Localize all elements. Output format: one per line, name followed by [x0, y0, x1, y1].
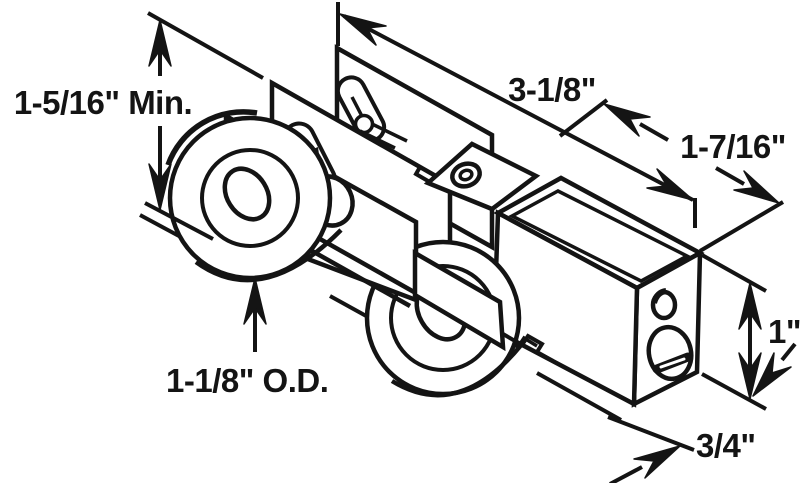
- arrow-upright-icon: [633, 445, 681, 479]
- dim-housing-depth: 3/4": [607, 342, 797, 483]
- dim-min-height: 1-5/16" Min.: [14, 11, 264, 241]
- arrow-up-icon: [243, 277, 267, 325]
- drawing-stroke: [371, 122, 408, 143]
- adjustment-screw-slot: [659, 357, 686, 369]
- arrow-downleft-icon: [752, 352, 792, 397]
- extension-line: [558, 98, 609, 138]
- dim-housing-length-label: 1-7/16": [680, 128, 786, 165]
- dim-roller-od-label: 1-1/8" O.D.: [166, 362, 328, 399]
- extension-line: [607, 415, 695, 452]
- drawing-stroke: [343, 14, 694, 202]
- drawing-stroke: [780, 342, 797, 362]
- extension-line: [147, 11, 264, 80]
- arrow-upleft-icon: [339, 13, 387, 46]
- arrow-downright-icon: [733, 170, 780, 204]
- rear-wheel-flange: [390, 342, 524, 398]
- dim-housing-length: 1-7/16": [558, 98, 786, 253]
- dim-housing-height: 1": [701, 253, 800, 411]
- roller-assembly-drawing: [139, 44, 705, 422]
- dim-housing-depth-label: 3/4": [696, 427, 756, 464]
- arrow-down-icon: [738, 352, 762, 400]
- extension-line: [698, 200, 785, 253]
- plate-notch: [406, 158, 430, 183]
- housing-channel: [491, 175, 705, 422]
- dim-min-height-label: 1-5/16" Min.: [14, 84, 192, 121]
- arrow-up-icon: [738, 282, 762, 330]
- arrow-upleft-icon: [603, 103, 651, 137]
- tab-screw-hole: [450, 161, 482, 189]
- front-wheel-hub: [222, 166, 272, 222]
- drawing-stroke: [639, 122, 669, 142]
- housing-rim-inner: [508, 189, 691, 283]
- extension-line: [701, 253, 767, 293]
- rear-wheel-bracket: [412, 249, 506, 352]
- arrow-downright-icon: [646, 168, 694, 201]
- drawing-stroke: [200, 148, 300, 248]
- drawing-stroke: [329, 294, 369, 319]
- arrow-up-icon: [148, 19, 172, 67]
- front-wheel-flange: [194, 228, 343, 283]
- dim-roller-od: 1-1/8" O.D.: [166, 277, 329, 399]
- rail-step-notch: [501, 332, 554, 363]
- adjustment-slot-back: [335, 75, 408, 150]
- extension-line: [144, 201, 214, 241]
- mounting-tab: [423, 141, 541, 212]
- dim-overall-length: 3-1/8": [336, 2, 697, 228]
- drawing-stroke: [715, 166, 745, 186]
- housing-bottom-edge: [536, 371, 622, 422]
- housing-end-hole-shade: [651, 288, 667, 304]
- arrow-down-icon: [148, 163, 172, 211]
- dim-overall-length-label: 3-1/8": [508, 71, 596, 108]
- drawing-stroke: [458, 168, 474, 182]
- extension-line: [701, 372, 767, 411]
- drawing-stroke: [609, 465, 643, 483]
- front-wheel-band: [165, 109, 258, 166]
- drawing-stroke: [423, 141, 541, 212]
